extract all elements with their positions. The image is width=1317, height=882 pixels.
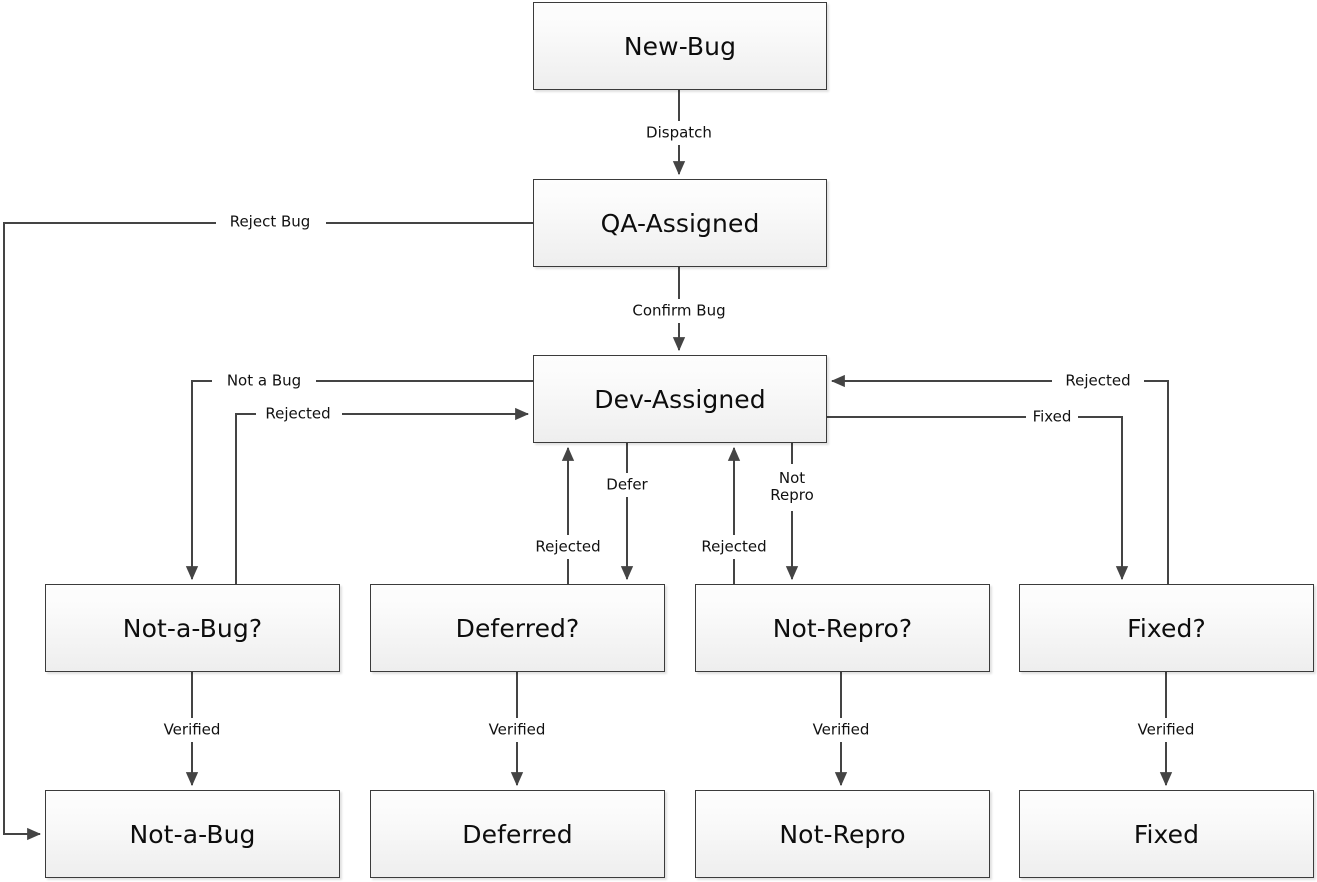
edge-not-a-bug-b	[185, 380, 212, 581]
node-not-repro[interactable]: Not-Repro	[695, 790, 990, 878]
edge-label-verified-not-a-bug: Verified	[160, 721, 224, 739]
edge-rejected-fixed-a	[1144, 380, 1169, 584]
node-new-bug[interactable]: New-Bug	[533, 2, 827, 90]
node-not-a-bug[interactable]: Not-a-Bug	[45, 790, 340, 878]
node-label: Fixed	[1133, 819, 1200, 849]
edge-label-rejected-not-a-bug: Rejected	[262, 405, 334, 423]
node-label: QA-Assigned	[600, 208, 760, 238]
node-dev-assigned[interactable]: Dev-Assigned	[533, 355, 827, 443]
edge-rejected-notabug-a	[235, 413, 256, 584]
edge-label-not-a-bug: Not a Bug	[223, 372, 305, 390]
node-label: Not-Repro	[779, 819, 906, 849]
edge-label-defer: Defer	[603, 476, 651, 494]
edge-label-verified-not-repro: Verified	[809, 721, 873, 739]
node-not-repro-question[interactable]: Not-Repro?	[695, 584, 990, 672]
edge-label-dispatch: Dispatch	[643, 124, 715, 142]
edge-label-rejected-not-repro: Rejected	[698, 538, 770, 556]
node-label: Not-a-Bug?	[122, 613, 263, 643]
node-label: Deferred?	[455, 613, 580, 643]
node-fixed[interactable]: Fixed	[1019, 790, 1314, 878]
edge-label-not-repro: Not Repro	[767, 470, 817, 504]
edge-label-rejected-fixed: Rejected	[1062, 372, 1134, 390]
node-label: Fixed?	[1127, 613, 1206, 643]
edge-reject-bug-b	[3, 222, 216, 841]
edge-label-verified-deferred: Verified	[485, 721, 549, 739]
node-qa-assigned[interactable]: QA-Assigned	[533, 179, 827, 267]
edge-label-verified-fixed: Verified	[1134, 721, 1198, 739]
node-label: Not-Repro?	[772, 613, 913, 643]
node-label: Dev-Assigned	[594, 384, 766, 414]
edge-label-rejected-deferred: Rejected	[532, 538, 604, 556]
edge-label-fixed: Fixed	[1029, 408, 1075, 426]
edge-label-reject-bug: Reject Bug	[226, 213, 314, 231]
node-label: Not-a-Bug	[129, 819, 256, 849]
node-deferred[interactable]: Deferred	[370, 790, 665, 878]
edge-fixed-b	[1078, 416, 1129, 581]
node-not-a-bug-question[interactable]: Not-a-Bug?	[45, 584, 340, 672]
edge-label-confirm-bug: Confirm Bug	[629, 302, 729, 320]
node-label: New-Bug	[623, 31, 737, 61]
node-deferred-question[interactable]: Deferred?	[370, 584, 665, 672]
node-label: Deferred	[462, 819, 573, 849]
node-fixed-question[interactable]: Fixed?	[1019, 584, 1314, 672]
